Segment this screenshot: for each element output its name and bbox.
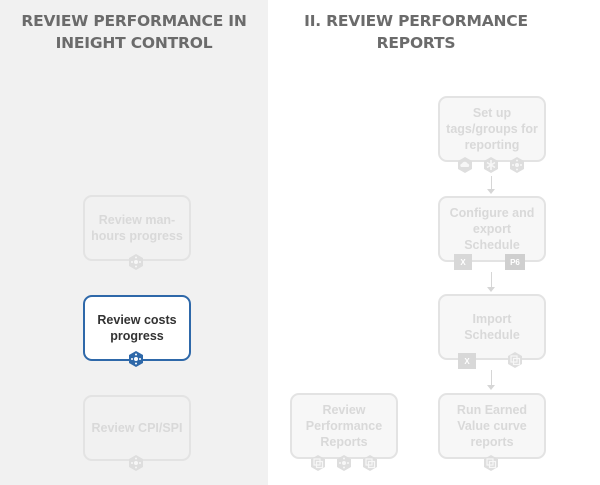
step-import-schedule[interactable]: Import Schedule — [438, 294, 546, 360]
step-configure-export[interactable]: Configure and export Schedule — [438, 196, 546, 262]
flow-connector — [491, 176, 492, 190]
flow-arrowhead — [487, 189, 495, 194]
asterisk-icon — [484, 157, 498, 173]
layers-icon — [484, 455, 498, 471]
node-icon — [337, 455, 351, 471]
p6-icon: P6 — [505, 254, 525, 270]
right-heading: II. REVIEW PERFORMANCE REPORTS — [304, 12, 528, 52]
node-icon — [129, 254, 143, 270]
step-review-performance-reports[interactable]: Review Performance Reports — [290, 393, 398, 459]
layers-icon — [363, 455, 377, 471]
node-icon — [510, 157, 524, 173]
excel-icon: X — [454, 254, 472, 270]
flow-arrowhead — [487, 385, 495, 390]
left-panel: REVIEW PERFORMANCE IN INEIGHT CONTROL Re… — [0, 0, 268, 485]
step-set-up-tags[interactable]: Set up tags/groups for reporting — [438, 96, 546, 162]
layers-icon — [508, 352, 522, 368]
flow-connector — [491, 272, 492, 287]
left-heading: REVIEW PERFORMANCE IN INEIGHT CONTROL — [21, 12, 247, 52]
step-review-man-hours[interactable]: Review man-hours progress — [83, 195, 191, 261]
excel-icon: X — [458, 353, 476, 369]
node-icon — [129, 351, 143, 367]
flow-arrowhead — [487, 287, 495, 292]
node-icon — [129, 455, 143, 471]
flow-connector — [491, 370, 492, 385]
layers-icon — [311, 455, 325, 471]
step-review-cpi-spi[interactable]: Review CPI/SPI — [83, 395, 191, 461]
cloud-icon — [458, 157, 472, 173]
step-run-earned-value[interactable]: Run Earned Value curve reports — [438, 393, 546, 459]
